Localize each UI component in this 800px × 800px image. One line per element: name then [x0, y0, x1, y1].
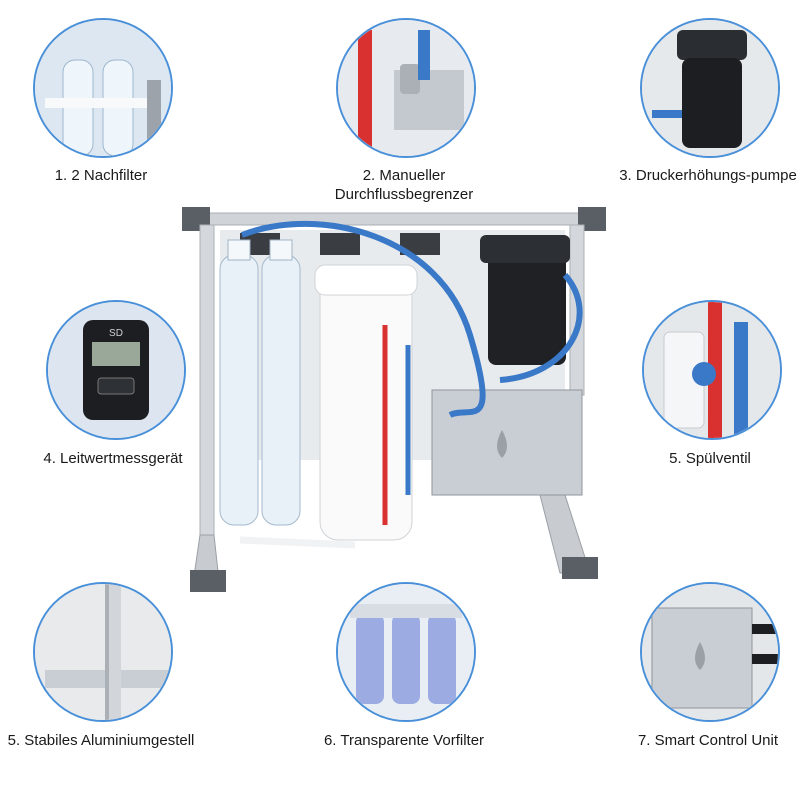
transparent-prefilter-icon — [336, 582, 476, 722]
post-filter-cartridges-icon — [33, 18, 173, 158]
feature-label-nachfilter: 1. 2 Nachfilter — [54, 167, 148, 184]
reverse-osmosis-system — [170, 195, 630, 605]
conductivity-meter-icon: SD — [46, 300, 186, 440]
flush-valve-icon — [642, 300, 782, 440]
feature-label-spuelventil: 5. Spülventil — [669, 450, 751, 467]
booster-pump-icon — [640, 18, 780, 158]
feature-label-pumpe: 3. Druckerhöhungs-pumpe — [619, 167, 797, 184]
feature-label-durchfluss: 2. Manueller Durchflussbegrenzer — [334, 167, 474, 203]
aluminium-frame-icon — [33, 582, 173, 722]
feature-label-gestell: 5. Stabiles Aluminiumgestell — [7, 732, 195, 749]
feature-label-control: 7. Smart Control Unit — [637, 732, 779, 749]
feature-label-vorfilter: 6. Transparente Vorfilter — [323, 732, 485, 749]
feature-label-leitwert: 4. Leitwertmessgerät — [43, 450, 183, 467]
svg-text:SD: SD — [109, 328, 123, 339]
smart-control-unit-icon — [640, 582, 780, 722]
flow-restrictor-icon — [336, 18, 476, 158]
